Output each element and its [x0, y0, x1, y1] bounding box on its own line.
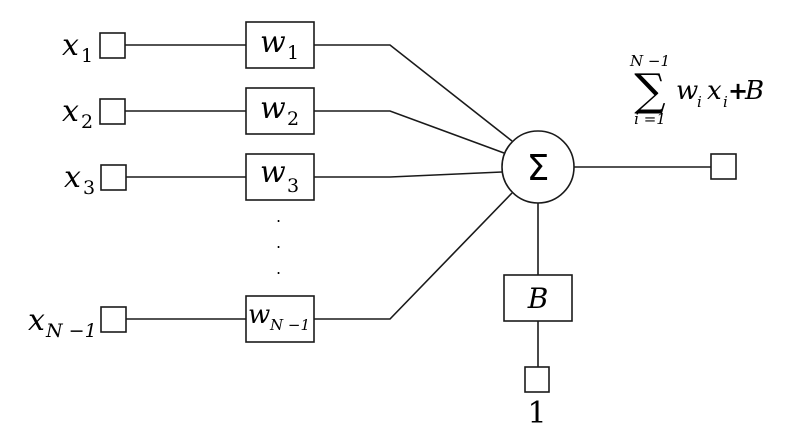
formula-lower-limit: i =1 — [634, 110, 666, 128]
connection-line-3 — [314, 171, 503, 178]
input-sub-n1: N −1 — [45, 320, 97, 342]
weight-sub-2: 2 — [287, 108, 299, 130]
input-sub-2: 2 — [81, 111, 93, 133]
ellipsis: . . . — [276, 207, 281, 278]
bias-box — [503, 274, 573, 322]
weight-label-wn1: w — [248, 300, 270, 330]
input-node-n1 — [100, 306, 127, 333]
formula-term-w: w — [676, 76, 698, 106]
input-label-xn1: x — [28, 303, 45, 338]
weight-label-w3: w — [260, 155, 286, 190]
formula-term-w-sub: i — [697, 93, 702, 111]
connection-line-2 — [314, 110, 505, 154]
output-formula: N −1 ∑ i =1 w i x i + B — [629, 52, 764, 128]
weight-box-3 — [245, 153, 315, 201]
input-label-x3: x — [64, 160, 81, 195]
output-node — [710, 153, 737, 180]
formula-bias: B — [744, 76, 764, 106]
input-sub-3: 3 — [83, 177, 95, 199]
weight-label-w1: w — [260, 25, 286, 60]
ellipsis-dot-1: . — [276, 207, 281, 226]
formula-plus: + — [728, 77, 748, 105]
input-node-3 — [100, 164, 127, 191]
input-label-x1: x — [62, 28, 79, 63]
sigma-icon: Σ — [527, 148, 550, 189]
weight-label-w2: w — [260, 91, 286, 126]
input-sub-1: 1 — [81, 45, 93, 67]
input-node-2 — [99, 98, 126, 125]
input-row-2: x 2 w 2 — [62, 87, 505, 154]
input-row-n-minus-1: x N −1 w N −1 — [28, 192, 513, 343]
formula-term-x: x — [707, 76, 722, 106]
formula-upper-limit: N −1 — [629, 52, 670, 70]
bias-input-node — [524, 366, 550, 393]
weight-sub-n1: N −1 — [269, 316, 310, 334]
connection-line-n1 — [314, 192, 513, 320]
bias-label: B — [527, 282, 549, 315]
connection-line-1 — [314, 44, 513, 142]
bias-input-label: 1 — [527, 396, 546, 431]
weight-sub-3: 3 — [287, 175, 299, 197]
formula-term-x-sub: i — [723, 93, 728, 111]
sum-node: Σ — [501, 130, 575, 204]
input-row-3: x 3 w 3 — [64, 153, 503, 201]
input-label-x2: x — [62, 94, 79, 129]
formula-sigma: ∑ — [634, 65, 665, 116]
input-node-1 — [99, 32, 126, 59]
ellipsis-dot-3: . — [276, 259, 281, 278]
input-row-1: x 1 w 1 — [62, 21, 513, 142]
weight-sub-1: 1 — [287, 42, 299, 64]
ellipsis-dot-2: . — [276, 233, 281, 252]
weight-box-1 — [245, 21, 315, 69]
weight-box-n1 — [245, 295, 315, 343]
